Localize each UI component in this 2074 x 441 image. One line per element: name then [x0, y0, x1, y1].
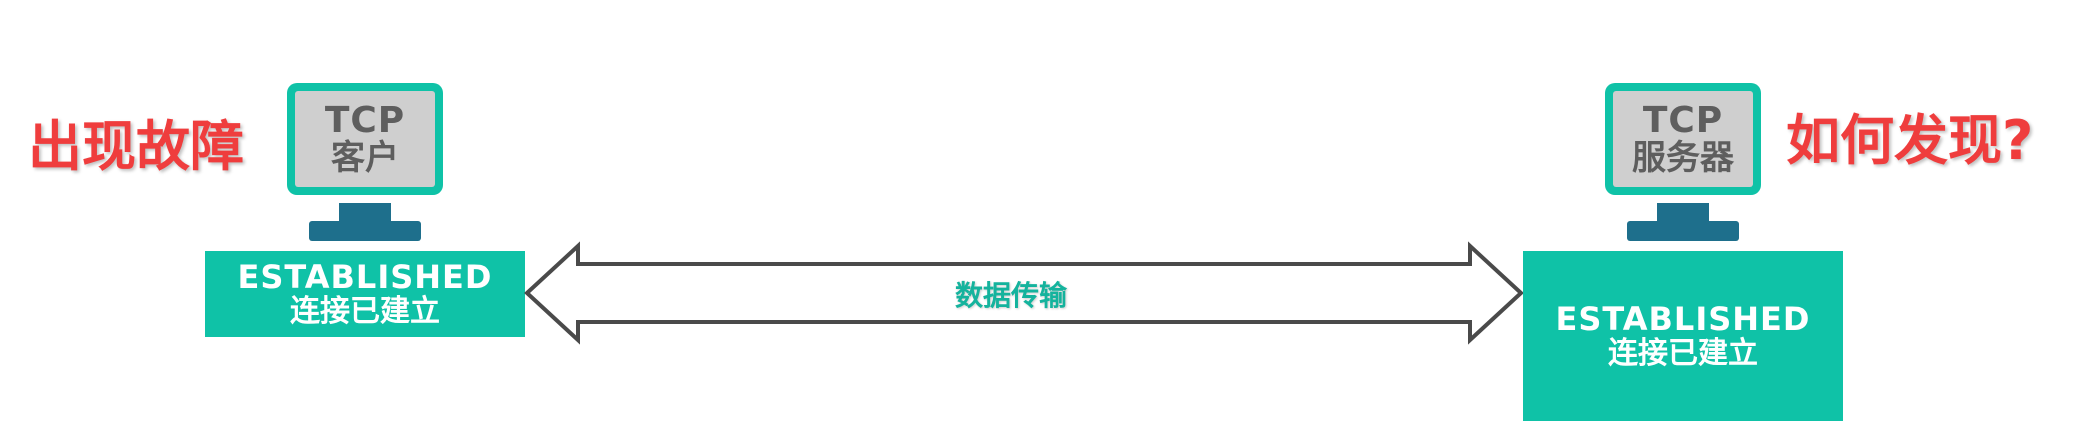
server-state-box: ESTABLISHED 连接已建立 [1523, 251, 1843, 421]
server-monitor-screen: TCP 服务器 [1605, 83, 1761, 195]
client-monitor-line2: 客户 [331, 138, 399, 178]
client-fault-callout: 出现故障 [28, 115, 244, 178]
client-state-en: ESTABLISHED [237, 257, 493, 296]
server-question-callout: 如何发现? [1786, 109, 2034, 172]
client-monitor-icon: TCP 客户 [287, 83, 443, 246]
arrow-label: 数据传输 [955, 279, 1068, 312]
client-monitor-neck [339, 203, 391, 223]
server-state-cn: 连接已建立 [1608, 336, 1758, 372]
server-monitor-base [1627, 221, 1739, 241]
client-monitor-line1: TCP [324, 100, 406, 141]
server-state-en: ESTABLISHED [1555, 299, 1811, 338]
server-monitor-label: TCP 服务器 [1613, 91, 1753, 187]
server-monitor-line2: 服务器 [1632, 138, 1734, 178]
server-monitor-neck [1657, 203, 1709, 223]
server-monitor-icon: TCP 服务器 [1605, 83, 1761, 246]
client-state-box: ESTABLISHED 连接已建立 [205, 251, 525, 337]
server-monitor-line1: TCP [1642, 100, 1724, 141]
client-monitor-label: TCP 客户 [295, 91, 435, 187]
client-monitor-base [309, 221, 421, 241]
client-state-cn: 连接已建立 [290, 294, 440, 330]
client-monitor-screen: TCP 客户 [287, 83, 443, 195]
